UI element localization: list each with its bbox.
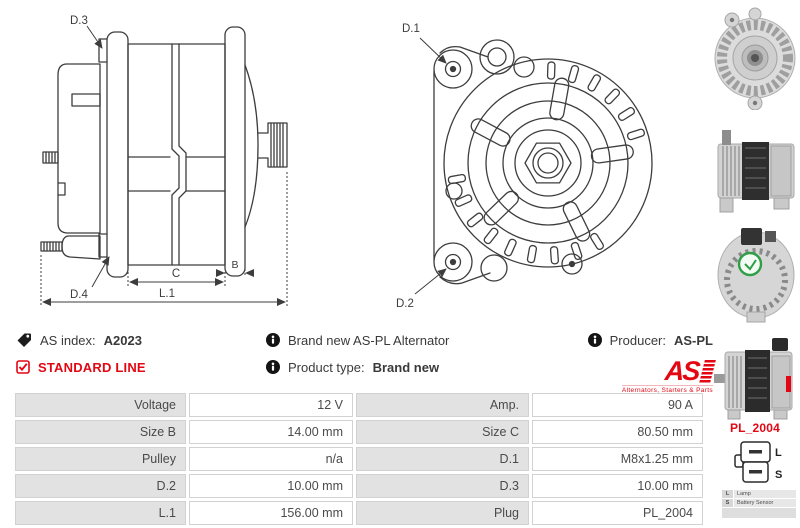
stator-body bbox=[127, 43, 226, 266]
rear-housing-outline bbox=[57, 63, 101, 234]
spec-label-cell: Voltage bbox=[15, 393, 186, 417]
dimension-label-l1: L.1 bbox=[159, 288, 175, 300]
tag-icon bbox=[17, 333, 31, 347]
spec-value-cell: 12 V bbox=[189, 393, 353, 417]
dimension-label-d2: D.2 bbox=[396, 298, 414, 310]
shaft-hex-nut bbox=[524, 142, 572, 184]
info-icon bbox=[266, 360, 280, 374]
product-photo-side-view[interactable] bbox=[712, 116, 800, 218]
info-column-middle: Brand new AS-PL Alternator Product type:… bbox=[266, 331, 449, 385]
spec-value-cell: M8x1.25 mm bbox=[532, 447, 703, 471]
spec-label-cell: Plug bbox=[356, 501, 529, 525]
legend-empty-row bbox=[722, 508, 796, 513]
plug-code-label: PL_2004 bbox=[729, 421, 781, 435]
product-type-label: Product type: bbox=[288, 359, 365, 375]
spec-value-cell: 14.00 mm bbox=[189, 420, 353, 444]
front-view-technical-drawing: D.1 D.2 bbox=[396, 23, 653, 310]
spec-label-cell: D.2 bbox=[15, 474, 186, 498]
spec-value-cell: n/a bbox=[189, 447, 353, 471]
plug-pin-l-label: L bbox=[775, 447, 782, 459]
dimension-label-b: B bbox=[231, 259, 238, 271]
info-column-right: Producer: AS-PL AS Alternators, Starters… bbox=[587, 331, 716, 394]
spec-label-cell: Size C bbox=[356, 420, 529, 444]
as-pl-logo-text: AS bbox=[664, 356, 701, 386]
as-index-value: A2023 bbox=[103, 332, 142, 348]
spec-label-cell: D.3 bbox=[356, 474, 529, 498]
shaft bbox=[257, 122, 288, 168]
spec-value-cell: PL_2004 bbox=[532, 501, 703, 525]
red-label-sticker bbox=[786, 376, 791, 392]
mounting-hole-d2 bbox=[449, 258, 457, 266]
info-column-left: AS index: A2023 STANDARD LINE bbox=[16, 331, 146, 385]
plug-connector-icon: L S bbox=[734, 441, 782, 483]
alternator-front-outline bbox=[443, 58, 653, 268]
spec-value-cell: 10.00 mm bbox=[532, 474, 703, 498]
product-type-value: Brand new bbox=[372, 359, 440, 375]
producer-value: AS-PL bbox=[674, 332, 713, 348]
as-index-label: AS index: bbox=[40, 332, 96, 348]
dimension-label-d3: D.3 bbox=[70, 15, 88, 27]
product-type-line: Product type: Brand new bbox=[266, 358, 449, 376]
mounting-hole-d1 bbox=[449, 65, 457, 73]
as-pl-logo-tagline: Alternators, Starters & Parts bbox=[621, 385, 713, 394]
dimension-label-d1: D.1 bbox=[402, 23, 420, 35]
legend-pin: L bbox=[722, 490, 733, 498]
spec-label-cell: Amp. bbox=[356, 393, 529, 417]
mounting-flange bbox=[106, 31, 129, 278]
product-photo-rear-angled-view[interactable] bbox=[712, 222, 800, 324]
checkbox-check-icon bbox=[16, 360, 30, 374]
spec-label-cell: Pulley bbox=[15, 447, 186, 471]
product-line-row: STANDARD LINE bbox=[16, 358, 146, 376]
spec-label-cell: L.1 bbox=[15, 501, 186, 525]
vent-slots bbox=[447, 61, 646, 265]
spec-value-cell: 90 A bbox=[532, 393, 703, 417]
spec-label-cell: D.1 bbox=[356, 447, 529, 471]
product-photo-front-view[interactable] bbox=[712, 4, 800, 110]
as-pl-logo: AS Alternators, Starters & Parts bbox=[621, 356, 716, 394]
legend-desc: Battery Sensor bbox=[734, 499, 796, 507]
as-index-line: AS index: A2023 bbox=[16, 331, 146, 349]
spec-value-cell: 80.50 mm bbox=[532, 420, 703, 444]
info-icon bbox=[266, 333, 280, 347]
spec-value-cell: 10.00 mm bbox=[189, 474, 353, 498]
dimension-label-d4: D.4 bbox=[70, 289, 89, 301]
info-icon bbox=[587, 333, 602, 347]
legend-desc: Lamp bbox=[734, 490, 796, 498]
plug-pin-s-label: S bbox=[775, 469, 782, 481]
plug-pin-legend: L Lamp S Battery Sensor bbox=[722, 490, 796, 518]
legend-pin: S bbox=[722, 499, 733, 507]
spec-label-cell: Size B bbox=[15, 420, 186, 444]
producer-line: Producer: AS-PL bbox=[587, 331, 713, 349]
fan-spokes bbox=[470, 77, 634, 242]
spec-table: Voltage 12 V Amp. 90 A Size B 14.00 mm S… bbox=[15, 393, 703, 525]
brand-new-text: Brand new AS-PL Alternator bbox=[288, 332, 450, 348]
brand-new-line: Brand new AS-PL Alternator bbox=[266, 331, 449, 349]
product-photo-side-view-2[interactable] bbox=[712, 330, 800, 420]
producer-label: Producer: bbox=[609, 332, 666, 348]
spec-value-cell: 156.00 mm bbox=[189, 501, 353, 525]
standard-line-label: STANDARD LINE bbox=[38, 359, 146, 375]
green-sticker bbox=[737, 251, 763, 277]
legend-row: L Lamp bbox=[722, 490, 796, 498]
legend-empty-row bbox=[722, 513, 796, 518]
dimension-label-c: C bbox=[172, 268, 180, 280]
side-view-technical-drawing: D.3 D.4 C B L.1 bbox=[40, 15, 288, 306]
legend-row: S Battery Sensor bbox=[722, 499, 796, 507]
